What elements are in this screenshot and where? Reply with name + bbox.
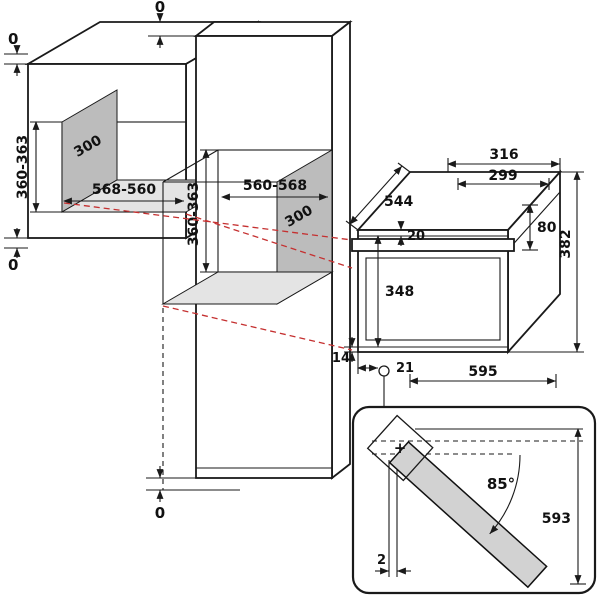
open-angle-label: 85° xyxy=(487,475,515,493)
oven-handle xyxy=(351,238,515,252)
tall-cabinet-side-face xyxy=(331,20,351,480)
door-detail-panel: + 85° 593 2 xyxy=(351,405,597,595)
projection-line xyxy=(162,305,353,351)
oven-door-front xyxy=(365,257,501,341)
side-height-label: 80 xyxy=(537,220,557,236)
open-door-group xyxy=(388,440,548,589)
top-width-label: 316 xyxy=(489,147,518,163)
closed-door-outline xyxy=(366,414,434,482)
dim-tall-niche-height: 360-363 xyxy=(186,149,218,273)
dim-front-height-348: 348 xyxy=(374,235,414,347)
top-width-inner-label: 299 xyxy=(488,168,517,184)
dim-upper-niche-height: 360-363 xyxy=(15,121,62,213)
upper-niche-width-label: 568-560 xyxy=(92,182,157,198)
hinge-center-mark: + xyxy=(394,439,407,457)
tall-cabinet: 300 560-568 360-363 0 0 xyxy=(146,0,353,522)
open-door xyxy=(388,440,548,589)
tall-gap-bottom-label: 0 xyxy=(155,504,165,522)
hinge-point-marker xyxy=(378,365,390,377)
dim-top-316: 316 xyxy=(447,147,561,172)
front-gap-label: 2 xyxy=(377,553,386,568)
projection-line xyxy=(185,213,353,269)
projection-lines xyxy=(63,202,353,351)
door-reach-label: 593 xyxy=(542,511,571,527)
tall-niche-width-label: 560-568 xyxy=(243,178,307,194)
oven-side-detail-line xyxy=(507,191,561,251)
dim-line xyxy=(349,165,403,225)
hinge-offset-label: 21 xyxy=(396,361,414,376)
dim-depth-544: 544 xyxy=(345,162,413,231)
ext-line xyxy=(345,220,359,231)
dim-door-reach-593: 593 xyxy=(542,428,586,585)
dim-bottom-clearance-14: 14 xyxy=(332,337,362,366)
dim-width-595: 595 xyxy=(409,364,557,388)
dim-top-299: 299 xyxy=(457,168,550,190)
depth-label: 544 xyxy=(384,194,413,210)
top-clearance-label: 20 xyxy=(407,229,425,244)
dim-upper-gap-bottom: 0 xyxy=(4,228,28,274)
dim-front-gap-2: 2 xyxy=(375,460,411,577)
dim-side-height-80: 80 xyxy=(522,204,557,251)
tall-niche-height-label: 360-363 xyxy=(186,182,202,246)
tall-gap-top-label: 0 xyxy=(155,0,165,16)
appliance: 544 316 299 20 348 80 xyxy=(332,147,584,407)
closed-door-outline-group xyxy=(366,414,434,482)
dim-top-clearance-20: 20 xyxy=(393,221,425,246)
upper-gap-bottom-label: 0 xyxy=(8,256,18,274)
dim-tall-gap-bottom: 0 xyxy=(146,466,240,522)
width-label: 595 xyxy=(468,364,497,380)
dim-hinge-offset-21: 21 xyxy=(357,352,414,376)
ext-line xyxy=(397,162,411,173)
dim-total-height-382: 382 xyxy=(508,171,584,353)
dim-tall-niche-width: 560-568 xyxy=(221,178,328,201)
upper-gap-top-label: 0 xyxy=(8,30,18,48)
dim-tall-gap-top: 0 xyxy=(148,0,214,48)
upper-niche-height-label: 360-363 xyxy=(15,135,31,199)
dim-upper-gap-top: 0 xyxy=(4,30,28,76)
tall-cabinet-top-face xyxy=(193,21,353,37)
front-height-label: 348 xyxy=(385,284,414,300)
tall-niche-shelf xyxy=(161,271,334,305)
dim-upper-niche-width: 568-560 xyxy=(63,182,184,205)
angle-arc xyxy=(489,454,521,535)
bottom-clearance-label: 14 xyxy=(332,351,350,366)
total-height-label: 382 xyxy=(558,229,574,258)
